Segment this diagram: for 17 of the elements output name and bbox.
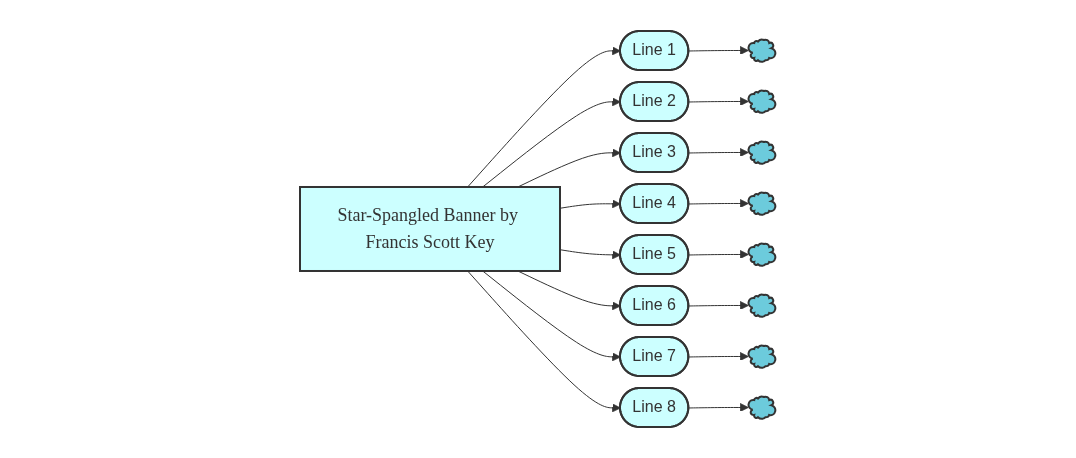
node-cloud: [747, 242, 777, 267]
node-box: Star-Spangled Banner by Francis Scott Key: [299, 186, 562, 272]
node-cloud: [747, 344, 777, 369]
arrow: [688, 301, 750, 310]
arrow: [688, 148, 750, 157]
node-cloud: [747, 293, 777, 318]
arrow: [688, 46, 750, 55]
arrow: [688, 199, 750, 208]
node-cloud: [747, 38, 777, 63]
node-cloud: [747, 395, 777, 420]
node-cloud: [747, 89, 777, 114]
node-cloud: [747, 140, 777, 165]
arrow: [688, 250, 750, 259]
node-cloud: [747, 191, 777, 216]
arrow: [688, 352, 750, 361]
arrow: [688, 97, 750, 106]
arrow: [688, 403, 750, 412]
